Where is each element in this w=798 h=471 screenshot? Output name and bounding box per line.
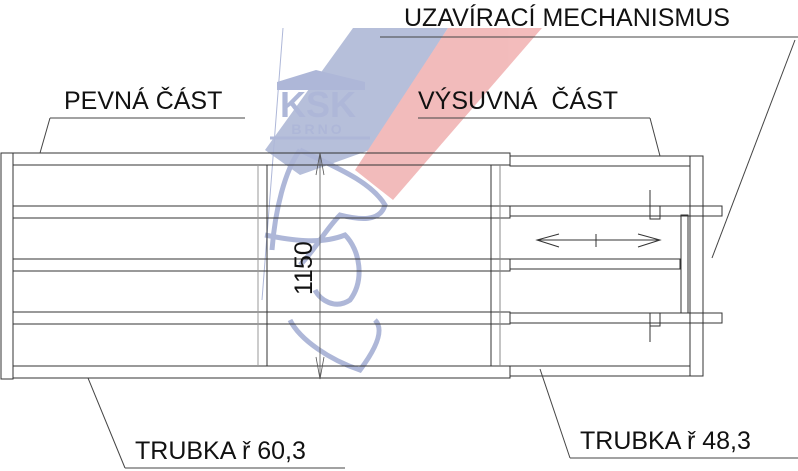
watermark-logo: KSK BRNO (261, 27, 542, 373)
logo-brno: BRNO (291, 121, 344, 137)
sliding-rail-5 (509, 365, 691, 377)
label-closing-mechanism: UZAVÍRACÍ MECHANISMUS (404, 3, 730, 32)
fixed-rail-1 (12, 152, 511, 166)
watermark-red-stripe (355, 28, 542, 200)
height-dimension-value: 1150 (290, 241, 318, 295)
sliding-rail-1 (509, 155, 691, 167)
label-tube-48: TRUBKA ř 48,3 (580, 427, 751, 455)
logo-ksk: KSK (280, 84, 356, 125)
gate-frame (0, 152, 723, 380)
sliding-rail-2 (509, 205, 723, 217)
label-tube-60: TRUBKA ř 60,3 (135, 437, 306, 465)
slide-direction-arrow-icon (535, 233, 662, 248)
fixed-rail-5 (12, 365, 511, 379)
height-dimension (315, 152, 325, 380)
fixed-end-post (0, 152, 14, 380)
label-fixed-part: PEVNÁ ČÁST (64, 86, 222, 115)
sliding-rail-3 (509, 258, 681, 270)
fixed-rail-3 (12, 258, 511, 272)
sliding-rail-4 (509, 312, 723, 324)
leader-lines (39, 36, 798, 469)
cow-silhouette-icon (264, 232, 382, 373)
sliding-end-post (689, 155, 704, 377)
fixed-rail-4 (12, 311, 511, 325)
label-sliding-part: VÝSUVNÁ ČÁST (418, 86, 618, 115)
fixed-rail-2 (12, 205, 511, 219)
logo-roof (277, 70, 365, 90)
latch-bar (680, 214, 689, 314)
